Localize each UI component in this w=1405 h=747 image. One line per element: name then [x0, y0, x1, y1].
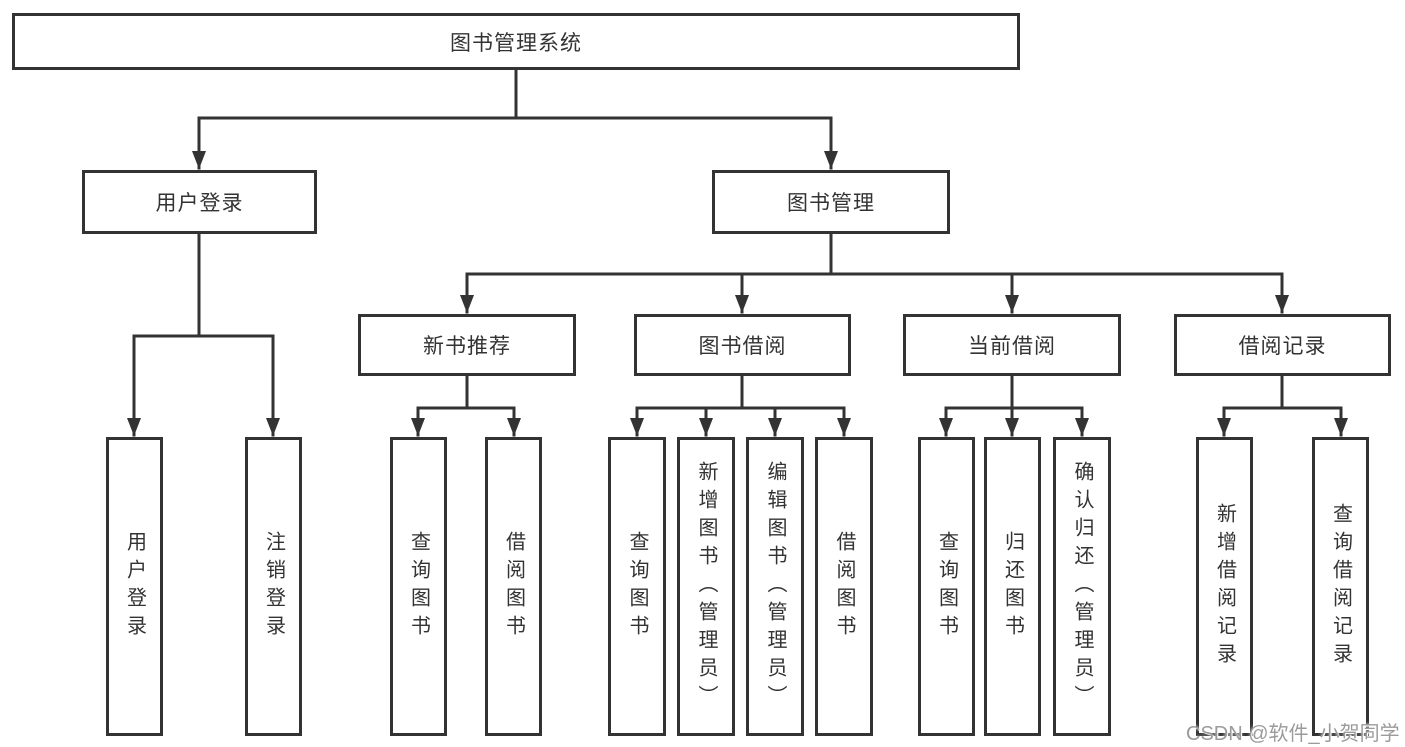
leaf-user-login: 用户登录	[106, 437, 163, 736]
leaf-confirm-return-admin: 确认归还（管理员）	[1053, 437, 1111, 736]
leaf-return-books: 归还图书	[984, 437, 1041, 736]
node-label: 用户登录	[155, 192, 244, 215]
node-label: 新增图书（管理员）	[695, 460, 717, 713]
leaf-edit-books-admin: 编辑图书（管理员）	[746, 437, 804, 736]
node-label: 编辑图书（管理员）	[764, 460, 786, 713]
node-book-borrowing: 图书借阅	[634, 314, 851, 376]
leaf-borrow-books-recommend: 借阅图书	[485, 437, 542, 736]
leaf-add-borrow-record: 新增借阅记录	[1196, 437, 1253, 736]
leaf-query-books-borrow: 查询图书	[608, 437, 666, 736]
node-library-management-system: 图书管理系统	[12, 13, 1020, 70]
node-label: 图书管理系统	[450, 31, 582, 55]
node-label: 新增借阅记录	[1213, 502, 1236, 671]
node-label: 借阅记录	[1238, 335, 1327, 358]
node-label: 图书借阅	[698, 335, 787, 358]
node-label: 借阅图书	[833, 530, 855, 643]
node-label: 当前借阅	[968, 335, 1056, 358]
node-current-borrowing: 当前借阅	[903, 314, 1121, 376]
leaf-add-books-admin: 新增图书（管理员）	[677, 437, 735, 736]
node-label: 归还图书	[1001, 530, 1024, 643]
node-label: 查询图书	[407, 530, 430, 643]
leaf-query-books-recommend: 查询图书	[390, 437, 447, 736]
node-label: 查询借阅记录	[1329, 502, 1352, 671]
csdn-watermark: CSDN @软件_小贺同学	[1186, 723, 1400, 745]
leaf-borrow-books: 借阅图书	[815, 437, 873, 736]
node-label: 借阅图书	[502, 530, 525, 643]
node-borrow-records: 借阅记录	[1174, 314, 1391, 376]
node-label: 查询图书	[626, 530, 648, 643]
leaf-query-books-current: 查询图书	[918, 437, 975, 736]
node-user-login: 用户登录	[82, 170, 317, 234]
node-label: 确认归还（管理员）	[1071, 460, 1093, 713]
node-label: 图书管理	[787, 192, 875, 215]
leaf-query-borrow-record: 查询借阅记录	[1312, 437, 1369, 736]
node-label: 用户登录	[123, 530, 146, 643]
node-label: 查询图书	[935, 530, 958, 643]
node-label: 新书推荐	[423, 335, 511, 358]
node-label: 注销登录	[262, 530, 285, 643]
leaf-logout: 注销登录	[245, 437, 302, 736]
node-new-book-recommend: 新书推荐	[358, 314, 576, 376]
node-book-management: 图书管理	[712, 170, 950, 234]
